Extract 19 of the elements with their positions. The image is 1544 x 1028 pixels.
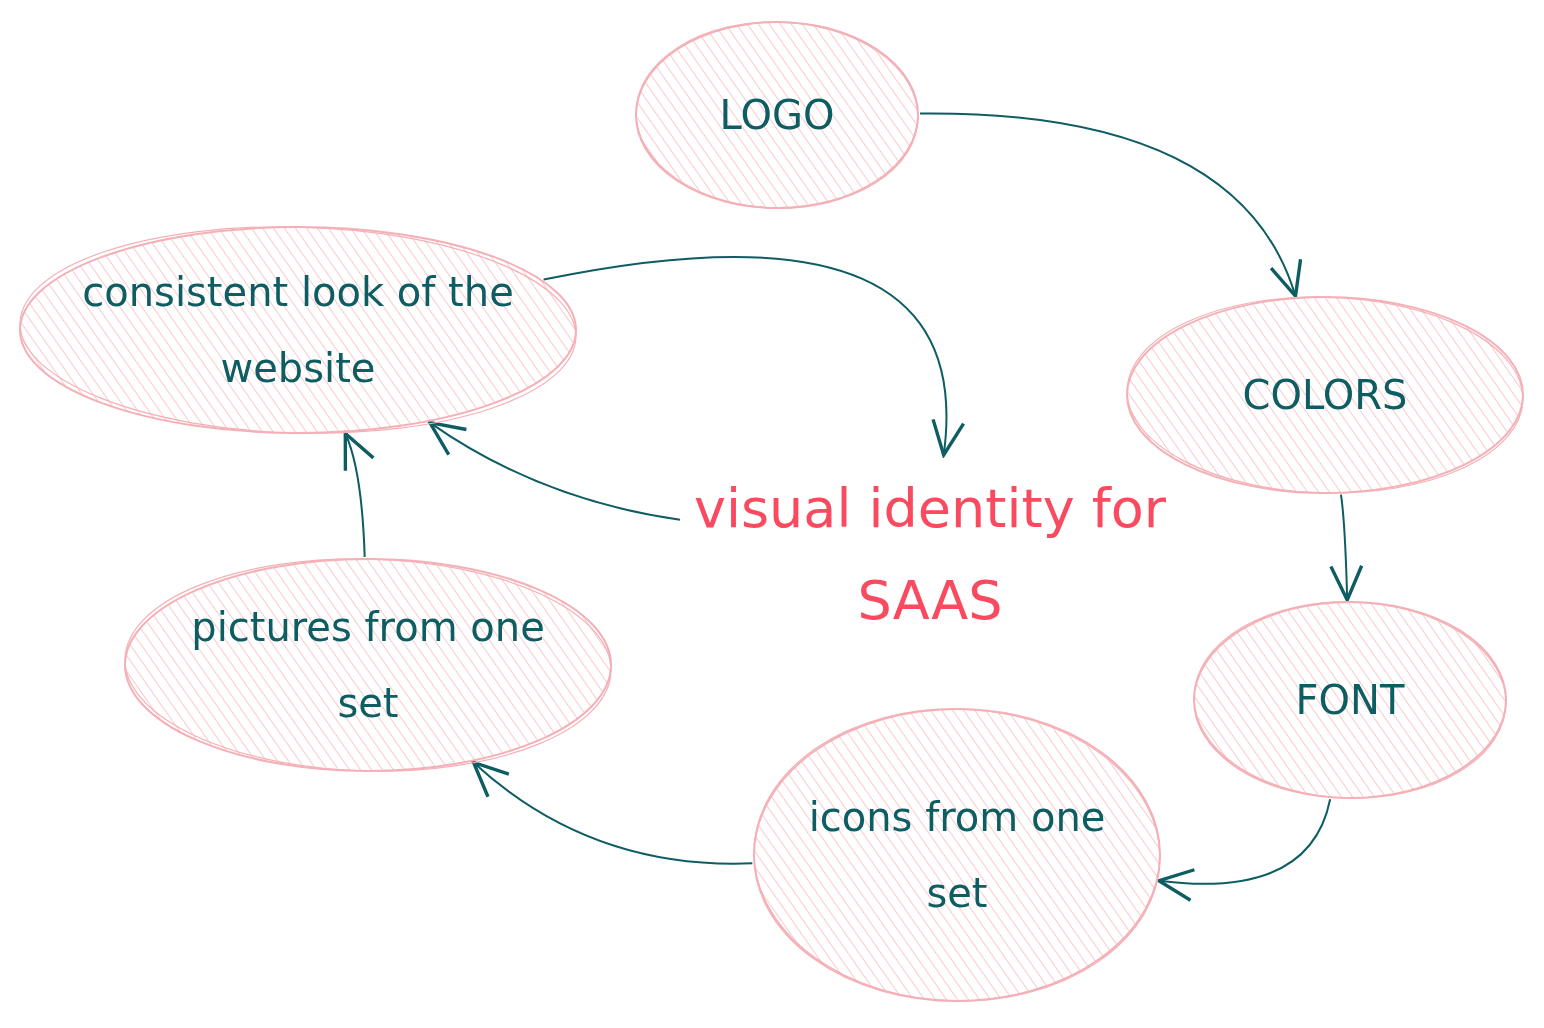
- node-label: LOGO: [718, 91, 836, 140]
- node-label: pictures from one set: [190, 603, 546, 728]
- curved-arrow: [471, 760, 754, 865]
- hatched-ellipse-node: [123, 557, 613, 773]
- curved-arrow: [1157, 798, 1332, 902]
- hatched-ellipse-node: [1192, 600, 1508, 800]
- curved-arrow: [919, 112, 1300, 298]
- node-label: COLORS: [1241, 371, 1409, 420]
- curved-arrow: [342, 431, 375, 558]
- hatched-ellipse-node: [18, 225, 578, 435]
- node-label: FONT: [1294, 676, 1406, 725]
- hatched-ellipse-node: [752, 707, 1162, 1003]
- curved-arrow: [1329, 493, 1364, 602]
- hatched-ellipse-node: [634, 20, 920, 210]
- node-label: consistent look of the website: [81, 268, 515, 393]
- curved-arrow: [542, 255, 963, 457]
- curved-arrow: [428, 420, 681, 521]
- title-text: visual identity for SAAS: [680, 455, 1180, 655]
- node-label: icons from one set: [807, 793, 1107, 918]
